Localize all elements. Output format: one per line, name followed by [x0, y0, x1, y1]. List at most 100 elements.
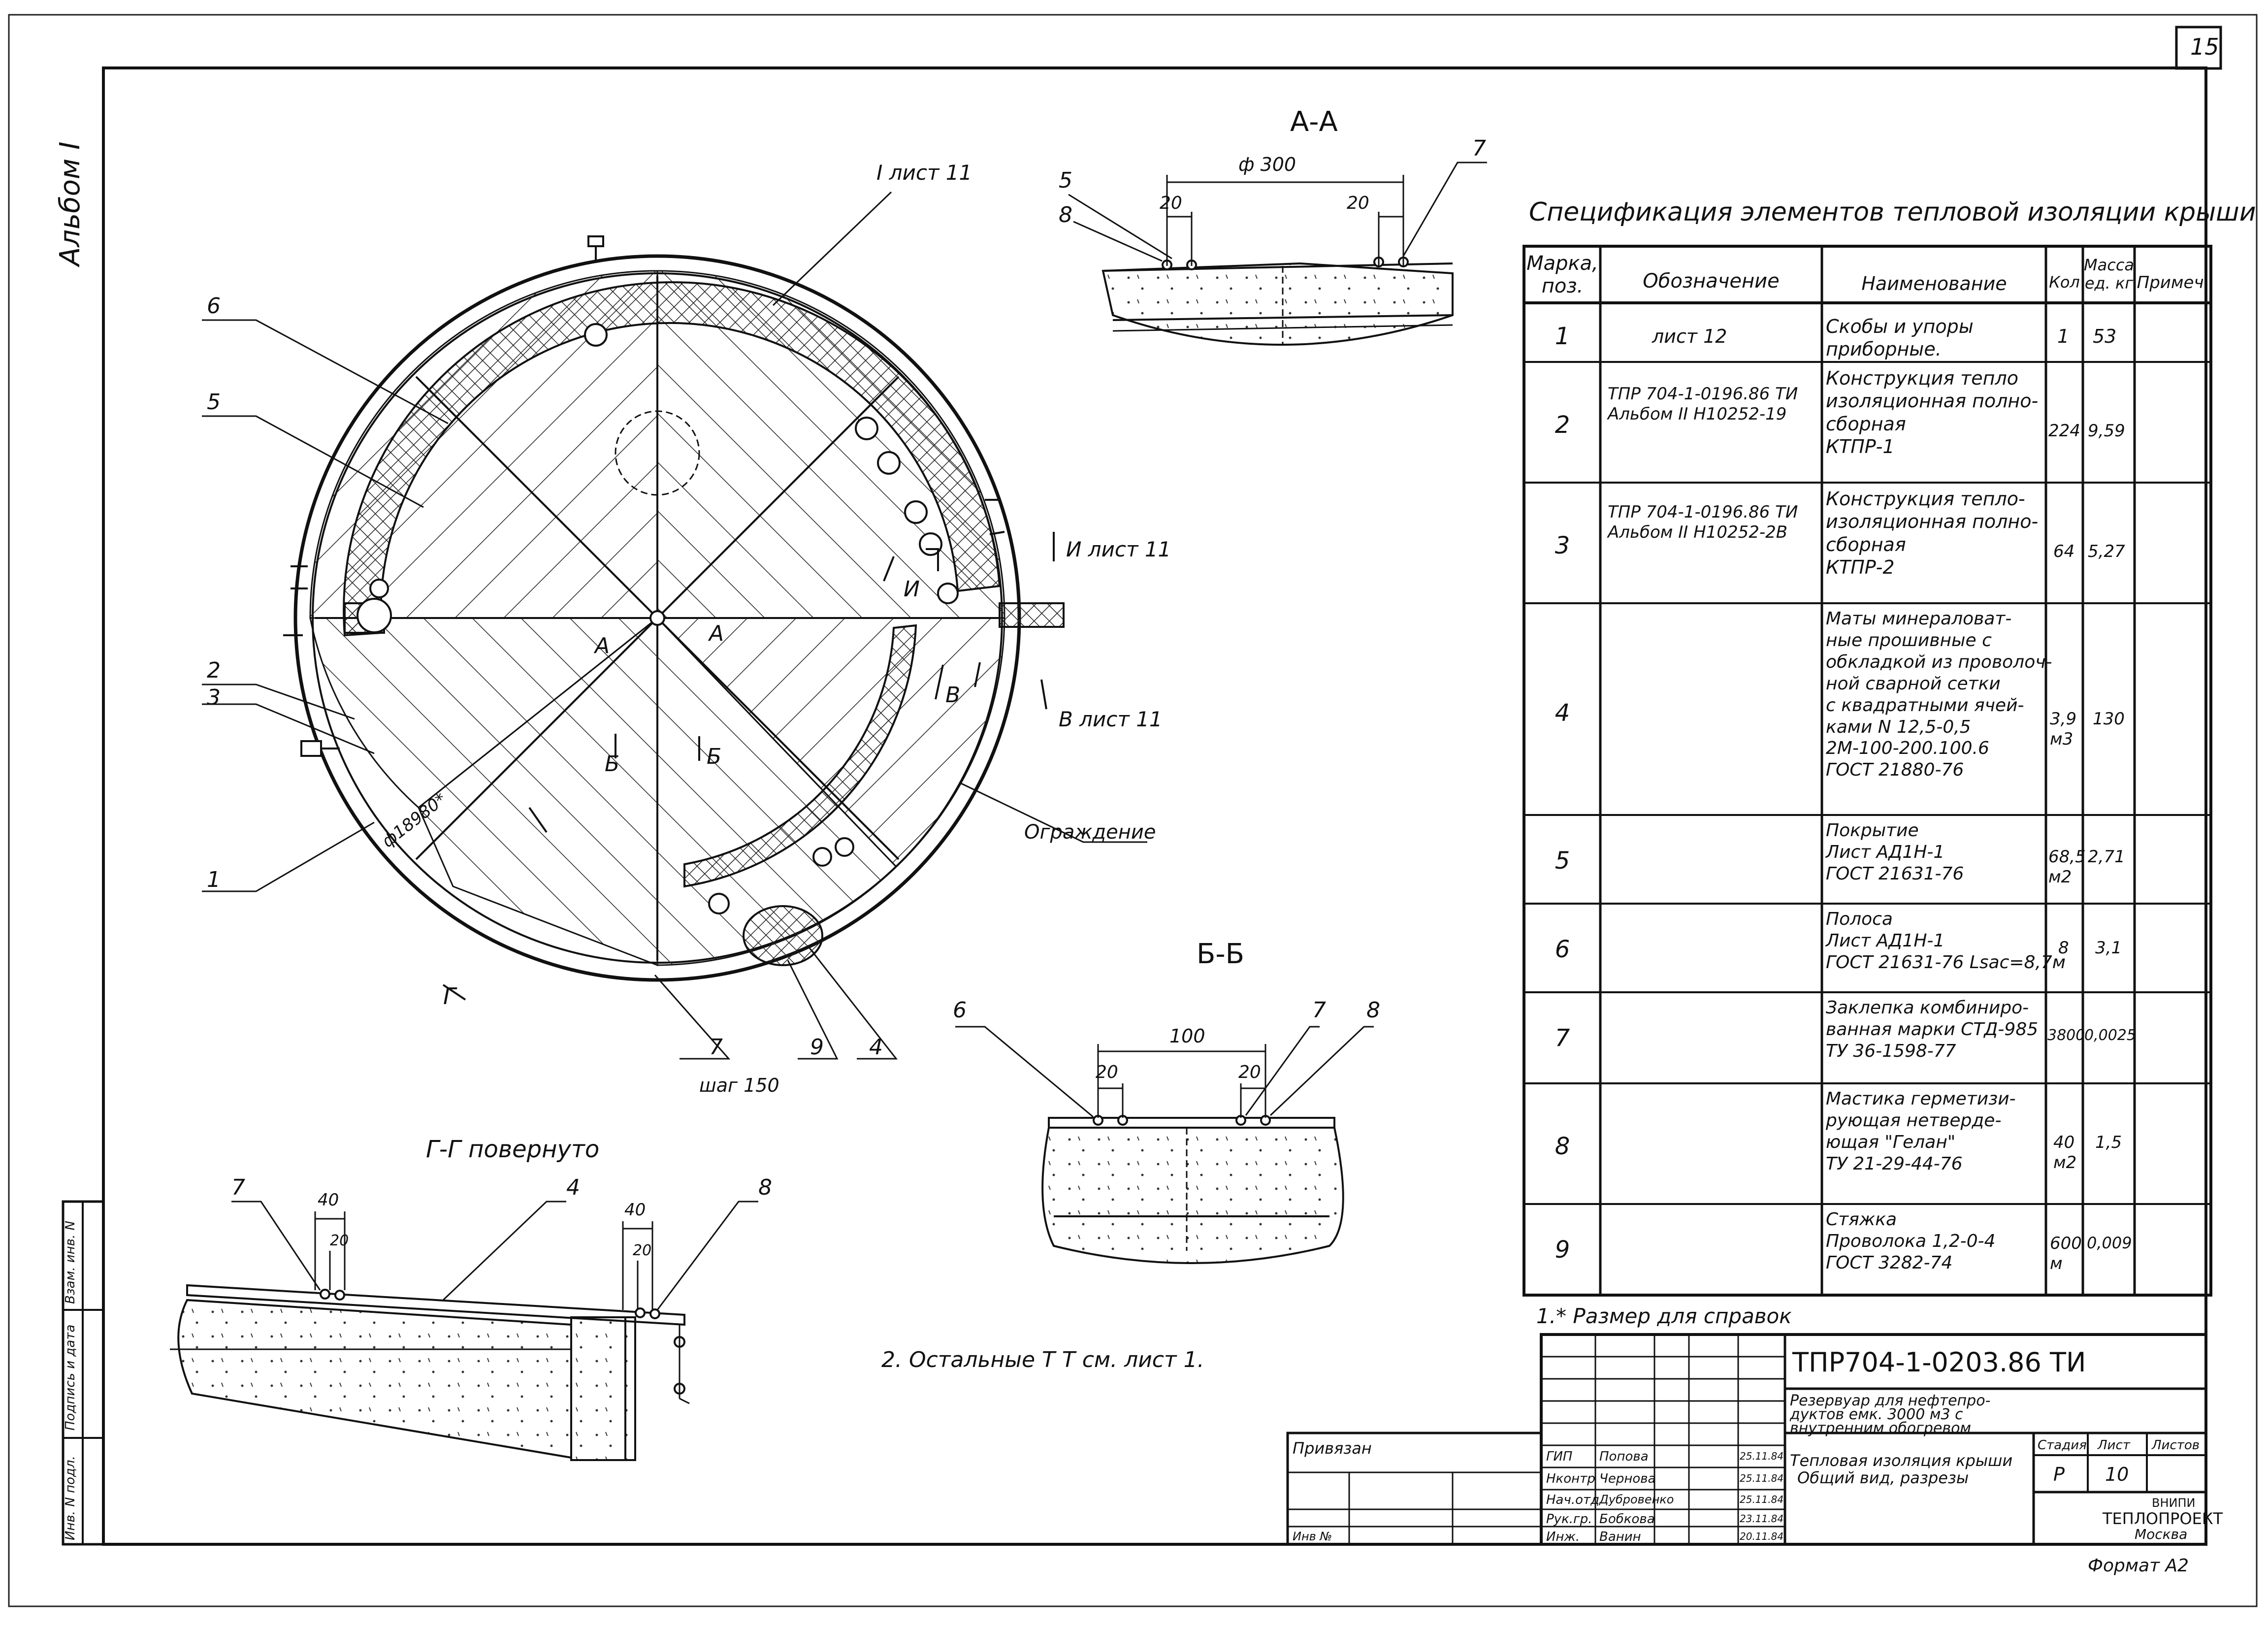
plan-callout-5: 5: [207, 390, 221, 415]
view-ref-v: В лист 11: [1059, 707, 1163, 731]
sheet-value: 10: [2105, 1464, 2129, 1485]
side-strip: [62, 1200, 105, 1546]
section-gg-callout-4: 4: [566, 1175, 580, 1200]
sheet-title-line-1: Тепловая изоляция крыши: [1790, 1451, 2013, 1470]
date-1: 25.11.84: [1740, 1450, 1784, 1462]
stage-label: Стадия: [2038, 1438, 2087, 1453]
plan-callout-7: 7: [709, 1035, 723, 1060]
name-4: Бобкова: [1599, 1512, 1655, 1527]
spec-title: Спецификация элементов тепловой изоляции…: [1529, 197, 2256, 227]
section-gg-callout-8: 8: [758, 1175, 772, 1200]
album-label: Альбом I: [54, 141, 86, 266]
view-ref-i: И лист 11: [1066, 537, 1171, 561]
section-mark-a-left: А: [595, 633, 610, 658]
section-mark-i: И: [904, 577, 920, 602]
org-line-1: ВНИПИ: [2152, 1496, 2196, 1510]
section-aa-dim-left: 20: [1160, 193, 1182, 213]
section-mark-b-right: Б: [707, 744, 722, 769]
spec-row-qty: 40 м2: [2053, 1133, 2077, 1173]
section-bb-dim-total: 100: [1169, 1025, 1205, 1047]
inv-label: Инв №: [1293, 1530, 1332, 1543]
spec-row-mass: 5,27: [2088, 542, 2125, 561]
spec-row-pos: 6: [1555, 936, 1570, 963]
spec-row-mass: 3,1: [2095, 938, 2122, 958]
side-label-signature: Подпись и дата: [63, 1324, 78, 1431]
spec-row-qty: 1: [2057, 326, 2070, 347]
plan-callout-2: 2: [207, 658, 221, 683]
section-aa-title: А-А: [1290, 106, 1338, 138]
section-aa-callout-5: 5: [1059, 168, 1072, 193]
plan-callout-1: 1: [207, 867, 221, 892]
stage-value: Р: [2053, 1464, 2065, 1485]
date-4: 23.11.84: [1740, 1513, 1784, 1525]
spec-row-pos: 8: [1555, 1133, 1570, 1160]
spec-row-qty: 224: [2048, 421, 2080, 441]
note-1: 1.* Размер для справок: [1536, 1304, 1792, 1328]
spec-row-mass: 2,71: [2088, 847, 2125, 867]
section-gg-dim-left-outer: 40: [318, 1190, 339, 1210]
section-mark-a-right: А: [709, 621, 724, 646]
roof-plan-view: [202, 191, 1147, 1060]
spec-header-pos: Марка, поз.: [1526, 252, 1598, 297]
spec-table-grid: [1523, 245, 2212, 1297]
side-label-replace-inv: Взам. инв. N: [63, 1221, 78, 1304]
spec-row-name: Полоса Лист АД1Н-1 ГОСТ 21631-76 Lsac=8,…: [1826, 909, 2066, 973]
doc-code: ТПР704-1-0203.86 ТИ: [1792, 1347, 2086, 1378]
org-line-3: Москва: [2135, 1526, 2188, 1542]
section-aa-callout-7: 7: [1472, 136, 1486, 161]
section-bb-dim-right: 20: [1238, 1062, 1261, 1082]
project-line-1: Резервуар для нефтепро-: [1790, 1392, 1991, 1409]
name-5: Ванин: [1599, 1530, 1641, 1544]
section-gg-dim-right-outer: 40: [624, 1200, 646, 1220]
spec-row-qty: 64: [2053, 542, 2075, 561]
name-1: Попова: [1599, 1449, 1649, 1464]
spec-row-qty: 3,9 м3: [2050, 709, 2077, 749]
spec-header-mass: Масса ед. кг: [2084, 256, 2135, 293]
date-3: 25.11.84: [1740, 1494, 1784, 1505]
project-line-3: внутренним обогревом: [1790, 1420, 1972, 1437]
name-3: Дубровенко: [1599, 1493, 1674, 1506]
page-number: 15: [2190, 33, 2219, 60]
spec-row-name: Покрытие Лист АД1Н-1 ГОСТ 21631-76: [1826, 820, 1964, 884]
date-2: 25.11.84: [1740, 1472, 1784, 1484]
spec-row-qty: 68,5 м2: [2048, 847, 2086, 887]
plan-callout-6: 6: [207, 293, 221, 319]
spec-row-qty: 600 м: [2050, 1234, 2082, 1274]
spec-row-qty: 3800: [2047, 1027, 2085, 1044]
role-nach-otd: Нач.отд: [1546, 1493, 1600, 1507]
format-label: Формат А2: [2088, 1556, 2189, 1576]
section-gg-title: Г-Г повернуто: [426, 1136, 600, 1163]
plan-callout-4: 4: [869, 1035, 883, 1060]
spec-row-mass: 53: [2093, 326, 2117, 347]
section-gg: [170, 1201, 758, 1461]
spec-row-mass: 1,5: [2095, 1133, 2122, 1152]
section-aa-dim-right: 20: [1347, 193, 1369, 213]
section-aa: [1068, 162, 1487, 346]
section-mark-v: В: [945, 683, 961, 708]
org-line-2: ТЕПЛОПРОЕКТ: [2103, 1509, 2223, 1528]
section-bb-callout-8: 8: [1366, 998, 1380, 1023]
privyazan-label: Привязан: [1293, 1439, 1372, 1458]
spec-header-name: Наименование: [1861, 273, 2007, 294]
spec-row-pos: 2: [1555, 411, 1570, 439]
spec-row-mass: 9,59: [2088, 421, 2125, 441]
spec-row-name: Конструкция тепло- изоляционная полно- с…: [1826, 488, 2039, 579]
spec-header-qty: Кол: [2049, 273, 2080, 292]
spec-row-pos: 1: [1555, 323, 1570, 350]
spec-row-pos: 3: [1555, 532, 1570, 559]
title-block-grid: [1286, 1333, 2207, 1546]
fence-label: Ограждение: [1024, 821, 1156, 844]
note-2: 2. Остальные Т Т см. лист 1.: [881, 1347, 1204, 1372]
spec-row-name: Маты минераловат- ные прошивные с обклад…: [1826, 609, 2052, 781]
spec-row-pos: 5: [1555, 847, 1570, 875]
section-mark-g: Г: [443, 983, 456, 1009]
section-bb: [955, 1026, 1374, 1264]
section-mark-b-left: Б: [605, 751, 620, 777]
view-ref-top: I лист 11: [876, 161, 972, 185]
section-bb-dim-left: 20: [1096, 1062, 1118, 1082]
spec-row-mass: 130: [2093, 709, 2125, 729]
role-inzh: Инж.: [1546, 1530, 1580, 1544]
spec-header-note: Примеч.: [2137, 273, 2209, 293]
section-gg-dim-left-inner: 20: [330, 1232, 349, 1249]
